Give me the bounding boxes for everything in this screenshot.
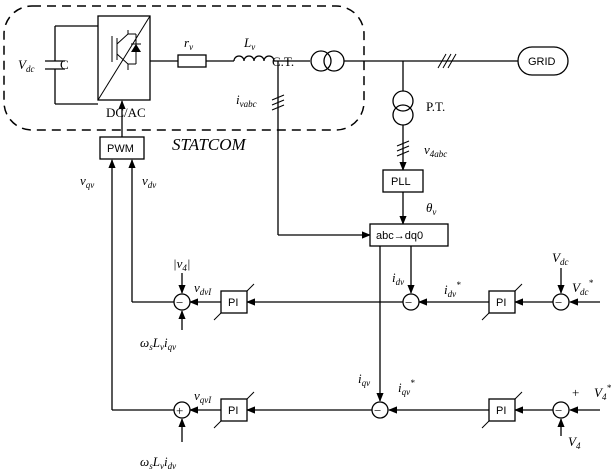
dc-capacitor [45, 25, 98, 105]
theta-label: θv [426, 200, 436, 217]
vdv-label: vdv [142, 173, 156, 190]
v4-label: V4 [568, 434, 581, 451]
pwm-label: PWM [107, 143, 134, 155]
v4abc-label: v4abc [424, 142, 447, 159]
abc-dq0-block [369, 223, 449, 247]
vqvI-label: vqvI [194, 388, 212, 405]
idv-star-label: idv* [444, 280, 461, 299]
converter-block [97, 15, 151, 101]
sum-id-sign: − [405, 295, 412, 310]
pi-iq [213, 391, 255, 429]
sum-v4-sign: − [555, 403, 562, 418]
main-transformer-left [310, 50, 332, 72]
three-phase-mark-grid [437, 53, 457, 69]
statcom-label: STATCOM [172, 135, 247, 154]
abc-dq0-label: abc→dq0 [376, 230, 423, 242]
three-phase-mark-ct [271, 94, 285, 111]
pi-vdc-label: PI [496, 297, 506, 309]
iqv-label: iqv [358, 371, 370, 388]
vqv-label: vqv [80, 173, 94, 190]
resistor-rv [177, 54, 207, 68]
vdc-ref-label: Vdc [552, 250, 568, 267]
sum-iq-sign: − [374, 403, 381, 418]
grid-label: GRID [528, 56, 556, 68]
statcom-enclosure [3, 5, 365, 131]
vdc-star-label: Vdc* [572, 278, 593, 297]
plus-v4-star: + [572, 385, 579, 400]
pi-v4-label: PI [496, 405, 506, 417]
pt-top-winding [392, 90, 414, 112]
ivabc-label: ivabc [236, 92, 257, 109]
pi-iq-label: PI [228, 405, 238, 417]
sum-vq-sign: + [176, 403, 183, 418]
iqv-star-label: iqv* [398, 378, 415, 397]
abs-v4-label: |v4| [173, 256, 190, 273]
pt-bottom-winding [392, 104, 414, 126]
idv-label: idv [392, 270, 404, 287]
three-phase-mark-pt [396, 140, 410, 157]
pt-label: P.T. [426, 99, 445, 114]
vdvI-label: vdvI [194, 280, 212, 297]
capacitor-label: C [60, 57, 69, 72]
sum-vd-sign: − [176, 295, 183, 310]
v4-star-label: V4* [594, 383, 611, 402]
ws-lv-idv-label: ωsLvidv [140, 454, 176, 470]
pi-id-label: PI [228, 297, 238, 309]
pi-id [213, 283, 255, 321]
grid-source [517, 46, 569, 76]
sum-vdc-sign: − [555, 295, 562, 310]
lv-label: Lv [243, 35, 255, 52]
pll-label: PLL [391, 176, 411, 188]
inductor-lv [233, 55, 275, 62]
ct-label: C.T. [272, 54, 294, 69]
rv-label: rv [184, 35, 193, 52]
vdc-label: Vdc [18, 57, 34, 74]
main-transformer-right [323, 50, 345, 72]
ws-lv-iqv-label: ωsLviqv [140, 335, 176, 352]
dc-ac-label: DC/AC [106, 105, 146, 120]
